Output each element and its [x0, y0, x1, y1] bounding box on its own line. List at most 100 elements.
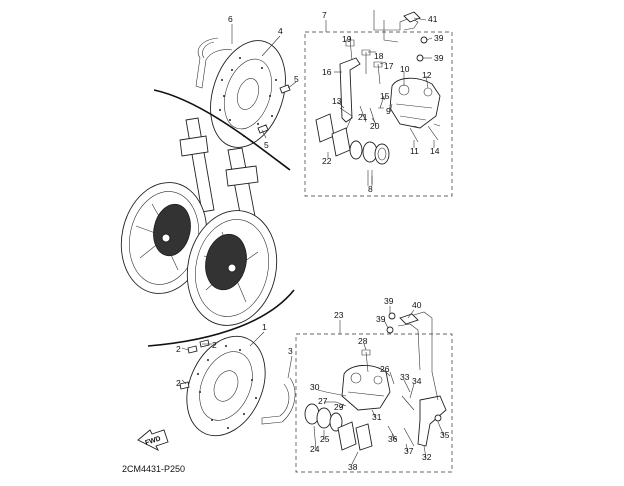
callout-label: 30 [310, 382, 320, 392]
callout-label: 39 [384, 296, 394, 306]
callout-label: 6 [228, 14, 233, 24]
lower-brake-pad-a [337, 421, 357, 451]
callout-label: 39 [376, 314, 386, 324]
lower-disc-bolt-a [187, 345, 198, 354]
lower-callouts: 1 2 2 2 3 23 39 40 39 28 26 33 30 27 34 … [176, 296, 450, 472]
callout-label: 8 [368, 184, 373, 194]
lower-disc-bolt-c [179, 381, 190, 390]
lower-separator-line [147, 289, 295, 347]
upper-pin-14 [427, 123, 441, 141]
upper-bleed-screw [378, 95, 385, 109]
callout-label: 37 [404, 446, 414, 456]
upper-retaining-clip [195, 37, 233, 89]
lower-pin-37 [403, 427, 415, 447]
callout-label: 18 [374, 51, 384, 61]
callout-label: 2 [212, 340, 217, 350]
upper-holder-41 [403, 11, 421, 23]
callout-label: 2 [176, 378, 181, 388]
upper-separator-line [153, 89, 291, 171]
callout-label: 14 [430, 146, 440, 156]
callout-label: 20 [370, 121, 380, 131]
callout-label: 24 [310, 444, 320, 454]
callout-label: 28 [358, 336, 368, 346]
lower-brake-disc [186, 335, 266, 437]
callout-label: 38 [348, 462, 358, 472]
lower-pin-36 [387, 425, 397, 441]
callout-label: 34 [412, 376, 422, 386]
callout-label: 25 [320, 434, 330, 444]
callout-label: 15 [380, 91, 390, 101]
fwd-label: FWD [144, 435, 161, 447]
callout-label: 16 [322, 67, 332, 77]
upper-piston-seal-a [349, 140, 363, 160]
callout-label: 36 [388, 434, 398, 444]
upper-disc-bolt-a [279, 84, 291, 94]
callout-label: 5 [294, 74, 299, 84]
callout-label: 3 [288, 346, 293, 356]
callout-label: 26 [380, 364, 390, 374]
callout-label: 12 [422, 70, 432, 80]
upper-caliper-dashed-box [304, 31, 453, 197]
leader-lines [181, 17, 445, 465]
upper-disc-bolt-b [257, 124, 269, 134]
upper-caliper-bracket [339, 57, 361, 123]
callout-label: 32 [422, 452, 432, 462]
lower-piston-seal [329, 412, 343, 432]
lower-piston-b [316, 407, 332, 429]
callout-label: 22 [322, 156, 332, 166]
lower-nut-39a [388, 312, 396, 320]
callout-label: 35 [440, 430, 450, 440]
callout-label: 23 [334, 310, 344, 320]
upper-brake-pad-b [331, 127, 351, 157]
callout-label: 33 [400, 372, 410, 382]
callout-label: 31 [372, 412, 382, 422]
callout-label: 4 [278, 26, 283, 36]
lower-bolt-30 [325, 391, 347, 397]
upper-caliper-body [389, 77, 441, 129]
callout-label: 1 [262, 322, 267, 332]
upper-hose-holder [373, 10, 419, 31]
lower-caliper-dashed-box [295, 333, 453, 473]
callout-label: 17 [384, 61, 394, 71]
callout-label: 40 [412, 300, 422, 310]
lower-hose-holder [403, 311, 439, 401]
lower-bolt-27 [335, 401, 347, 407]
lower-retaining-clip [261, 377, 296, 425]
upper-nut-39a [420, 36, 428, 44]
callout-label: 41 [428, 14, 438, 24]
callout-label: 21 [358, 112, 368, 122]
upper-bolt-18 [361, 49, 371, 74]
callout-label: 7 [322, 10, 327, 20]
lower-pin-34 [401, 395, 415, 411]
front-wheel-right [186, 210, 278, 326]
lower-caliper-bracket [417, 395, 447, 447]
lower-nut-35 [434, 414, 442, 422]
lower-brake-pad-b [355, 423, 373, 451]
lower-nut-39b [386, 326, 394, 334]
callout-label: 5 [264, 140, 269, 150]
callout-label: 2 [176, 344, 181, 354]
upper-piston-b [374, 143, 390, 165]
lower-holder-40 [399, 313, 419, 325]
front-wheel-left [120, 182, 208, 294]
callout-label: 19 [342, 34, 352, 44]
callout-label: 13 [332, 96, 342, 106]
callout-label: 27 [318, 396, 328, 406]
upper-pin-11 [409, 125, 421, 143]
upper-bolt-19 [345, 39, 355, 61]
callout-label: 29 [334, 402, 344, 412]
upper-bolt-17 [373, 61, 383, 85]
callout-label: 39 [434, 53, 444, 63]
lower-disc-bolt-b [199, 339, 210, 348]
forward-direction-arrow: FWD [137, 429, 169, 452]
lower-bolt-26 [389, 371, 395, 385]
front-fork-left [179, 117, 215, 213]
callout-label: 39 [434, 33, 444, 43]
callout-label: 10 [400, 64, 410, 74]
upper-callouts: 6 4 5 5 7 41 39 39 19 18 17 10 12 16 13 … [228, 10, 444, 194]
upper-bolt-21 [359, 105, 367, 123]
upper-retaining-clip-inner [202, 41, 215, 59]
lower-caliper-body [341, 365, 391, 411]
upper-brake-pad-a [315, 113, 335, 143]
